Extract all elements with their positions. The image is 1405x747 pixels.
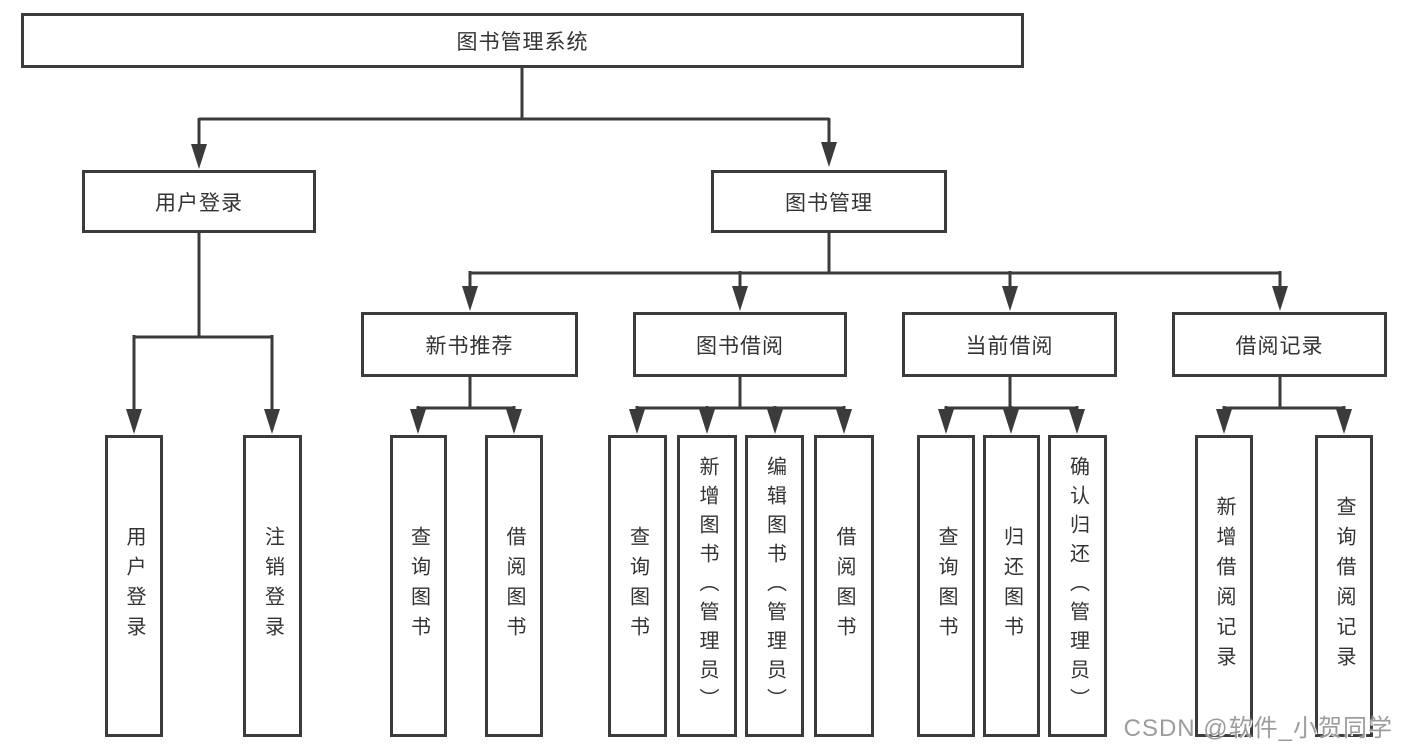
leaf-label: 注销登录 [261, 526, 284, 646]
leaf-borrow-books-recommend: 借阅图书 [485, 435, 543, 737]
node-user-login-module: 用户登录 [82, 170, 316, 233]
leaf-label: 借阅图书 [833, 526, 855, 646]
leaf-query-books-current: 查询图书 [917, 435, 975, 737]
leaf-confirm-return-admin: 确认归还（管理员） [1048, 435, 1107, 737]
node-label: 借阅记录 [1235, 334, 1324, 358]
node-current-borrow: 当前借阅 [902, 312, 1117, 377]
leaf-label: 编辑图书（管理员） [763, 455, 786, 717]
leaf-label: 新增借阅记录 [1213, 496, 1235, 676]
leaf-query-books-borrow: 查询图书 [608, 435, 667, 737]
node-label: 新书推荐 [425, 334, 514, 358]
leaf-user-login: 用户登录 [105, 435, 163, 737]
leaf-add-borrow-record: 新增借阅记录 [1195, 435, 1253, 737]
leaf-label: 查询图书 [935, 526, 957, 646]
leaf-label: 借阅图书 [503, 526, 525, 646]
node-borrow-records: 借阅记录 [1172, 312, 1387, 377]
leaf-query-borrow-record: 查询借阅记录 [1315, 435, 1373, 737]
node-root-system: 图书管理系统 [21, 13, 1024, 68]
leaf-label: 新增图书（管理员） [696, 455, 718, 717]
leaf-logout: 注销登录 [243, 435, 302, 737]
leaf-label: 查询借阅记录 [1333, 496, 1355, 676]
csdn-watermark: CSDN @软件_小贺同学 [1123, 715, 1393, 742]
leaf-borrow-books: 借阅图书 [814, 435, 874, 737]
leaf-query-books-recommend: 查询图书 [390, 435, 447, 737]
leaf-label: 用户登录 [123, 526, 145, 646]
node-book-borrow: 图书借阅 [633, 312, 847, 377]
node-label: 用户登录 [155, 191, 243, 215]
leaf-label: 查询图书 [407, 526, 430, 646]
node-book-management-module: 图书管理 [711, 170, 947, 233]
leaf-return-books: 归还图书 [983, 435, 1040, 737]
arrowheads [126, 142, 1352, 434]
leaf-label: 确认归还（管理员） [1066, 455, 1089, 717]
node-label: 图书借阅 [696, 334, 784, 358]
leaf-add-books-admin: 新增图书（管理员） [677, 435, 737, 737]
leaf-label: 归还图书 [1000, 526, 1023, 646]
node-label: 图书管理 [785, 191, 873, 215]
node-label: 当前借阅 [965, 334, 1054, 358]
leaf-label: 查询图书 [626, 526, 649, 646]
node-new-book-recommend: 新书推荐 [361, 312, 578, 377]
leaf-edit-books-admin: 编辑图书（管理员） [745, 435, 804, 737]
node-root-label: 图书管理系统 [456, 30, 589, 54]
